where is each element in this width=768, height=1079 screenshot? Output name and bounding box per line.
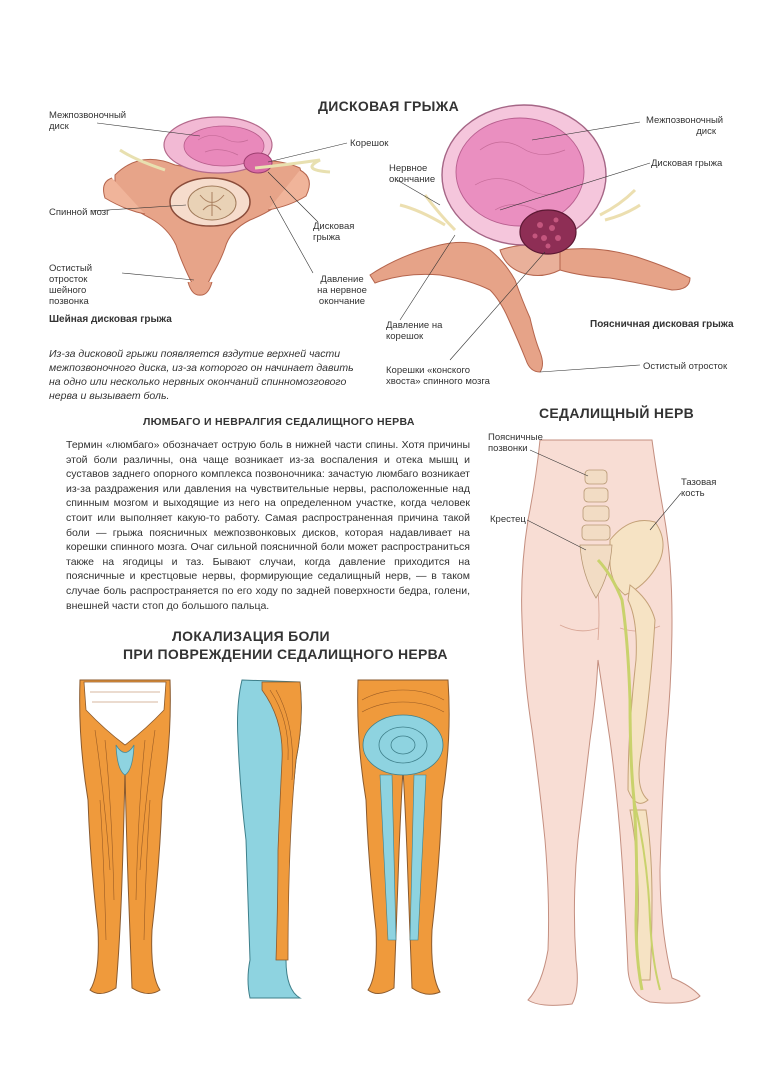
label-cervical-pressure: Давление на нервное окончание: [317, 274, 367, 307]
label-lumbar-disc: Межпозвоночный диск: [646, 115, 724, 137]
lumbago-text: Термин «люмбаго» обозначает острую боль …: [66, 439, 470, 612]
label-sacrum: Крестец: [490, 514, 526, 525]
title-localization-1: ЛОКАЛИЗАЦИЯ БОЛИ: [172, 628, 330, 644]
title-lumbago: ЛЮМБАГО И НЕВРАЛГИЯ СЕДАЛИЩНОГО НЕРВА: [143, 416, 415, 428]
legs-back-view: [357, 679, 450, 995]
label-nerve-ending: Нервное окончание: [389, 163, 436, 185]
legs-front-view: [79, 679, 171, 994]
label-lumbar-pressure: Давление на корешок: [386, 320, 443, 342]
label-pelvic-bone: Тазовая кость: [681, 477, 717, 499]
label-cervical-root: Корешок: [350, 138, 389, 149]
title-disc-hernia: ДИСКОВАЯ ГРЫЖА: [318, 98, 460, 114]
leg-side-view: [237, 679, 302, 999]
label-lumbar-vertebrae: Поясничные позвонки: [488, 432, 543, 454]
label-cervical-hernia: Дисковая грыжа: [313, 221, 355, 243]
caption-lumbar: Поясничная дисковая грыжа: [590, 319, 734, 330]
label-horse-tail-roots: Корешки «конского хвоста» спинного мозга: [386, 365, 490, 387]
caption-cervical: Шейная дисковая грыжа: [49, 314, 172, 325]
label-spinal-cord: Спинной мозг: [49, 207, 110, 218]
label-cervical-disc: Межпозвоночный диск: [49, 110, 127, 132]
label-lumbar-process: Остистый отросток: [643, 361, 728, 372]
label-lumbar-hernia: Дисковая грыжа: [651, 158, 723, 169]
title-sciatic-nerve: СЕДАЛИЩНЫЙ НЕРВ: [539, 405, 695, 421]
label-cervical-process: Остистый отросток шейного позвонка: [49, 263, 93, 307]
title-localization-2: ПРИ ПОВРЕЖДЕНИИ СЕДАЛИЩНОГО НЕРВА: [123, 646, 448, 662]
hernia-note: Из-за дисковой грыжи появляется вздутие …: [49, 348, 354, 402]
